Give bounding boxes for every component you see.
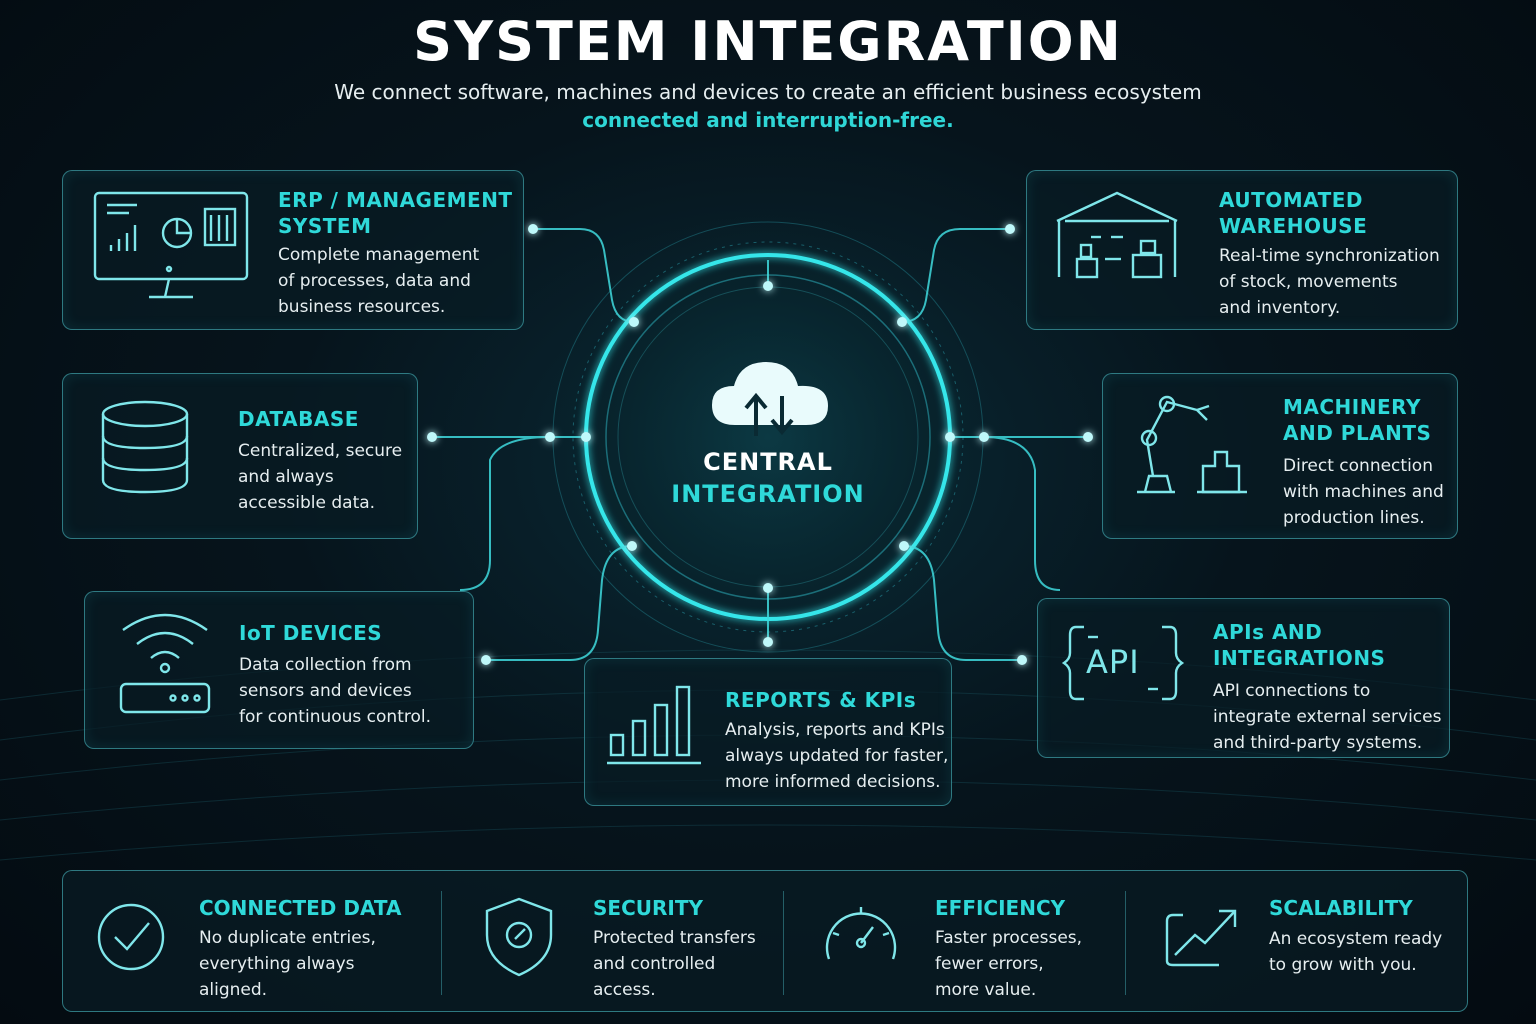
erp-desc-line: Complete management: [278, 245, 480, 265]
machinery-title-line2: AND PLANTS: [1283, 421, 1432, 445]
page-subtitle-highlight: connected and interruption-free.: [582, 108, 954, 132]
benefit-scalability: SCALABILITY An ecosystem ready to grow w…: [1125, 871, 1469, 1013]
benefit-title: EFFICIENCY: [935, 896, 1066, 920]
benefit-desc-line: fewer errors,: [935, 954, 1044, 974]
machinery-desc-line: with machines and: [1283, 482, 1444, 502]
database-desc-line: accessible data.: [238, 493, 376, 513]
api-title-line1: APIs AND: [1213, 620, 1323, 644]
benefits-separator: [783, 891, 784, 995]
shield-icon: [485, 897, 553, 977]
benefit-desc-line: and controlled: [593, 954, 716, 974]
api-icon: [1061, 625, 1185, 701]
api-desc-line: integrate external services: [1213, 707, 1442, 727]
benefit-desc-line: more value.: [935, 980, 1037, 1000]
robot-arm-icon: [1137, 395, 1247, 494]
api-icon-text: API: [1086, 643, 1140, 681]
module-card-warehouse[interactable]: AUTOMATED WAREHOUSE Real-time synchroniz…: [1026, 170, 1458, 330]
database-desc-line: Centralized, secure: [238, 441, 403, 461]
page-title: SYSTEM INTEGRATION: [413, 10, 1123, 73]
benefit-desc-line: Faster processes,: [935, 928, 1083, 948]
benefit-title: SECURITY: [593, 896, 703, 920]
page-subtitle: We connect software, machines and device…: [334, 80, 1202, 104]
erp-desc-line: business resources.: [278, 297, 446, 317]
wifi-router-icon: [119, 613, 211, 714]
bar-chart-icon: [607, 685, 701, 765]
reports-desc-line: Analysis, reports and KPIs: [725, 720, 945, 740]
machinery-desc-line: Direct connection: [1283, 456, 1433, 476]
benefit-desc-line: No duplicate entries,: [199, 928, 376, 948]
database-title: DATABASE: [238, 407, 359, 431]
database-desc-line: and always: [238, 467, 334, 487]
iot-desc-line: for continuous control.: [239, 707, 432, 727]
connector-nodes: [427, 224, 1093, 665]
benefit-desc-line: to grow with you.: [1269, 955, 1417, 975]
erp-title-line2: SYSTEM: [278, 214, 372, 238]
benefit-efficiency: EFFICIENCY Faster processes, fewer error…: [783, 871, 1125, 1013]
module-card-reports[interactable]: REPORTS & KPIs Analysis, reports and KPI…: [584, 658, 952, 806]
api-desc-line: API connections to: [1213, 681, 1371, 701]
benefit-title: SCALABILITY: [1269, 896, 1413, 920]
warehouse-desc-line: Real-time synchronization: [1219, 246, 1440, 266]
benefit-title: CONNECTED DATA: [199, 896, 402, 920]
warehouse-title-line2: WAREHOUSE: [1219, 214, 1368, 238]
benefit-security: SECURITY Protected transfers and control…: [441, 871, 783, 1013]
api-title-line2: INTEGRATIONS: [1213, 646, 1386, 670]
central-label-line1: CENTRAL: [703, 448, 833, 476]
benefits-separator: [441, 891, 442, 995]
warehouse-desc-line: and inventory.: [1219, 298, 1341, 318]
benefit-desc-line: aligned.: [199, 980, 268, 1000]
check-circle-icon: [97, 903, 165, 971]
erp-desc-line: of processes, data and: [278, 271, 471, 291]
erp-title-line1: ERP / MANAGEMENT: [278, 188, 513, 212]
benefits-separator: [1125, 891, 1126, 995]
speedometer-icon: [825, 907, 897, 960]
module-card-erp[interactable]: ERP / MANAGEMENT SYSTEM Complete managem…: [62, 170, 524, 330]
iot-title: IoT DEVICES: [239, 621, 383, 645]
module-card-database[interactable]: DATABASE Centralized, secure and always …: [62, 373, 418, 539]
benefit-connected-data: CONNECTED DATA No duplicate entries, eve…: [63, 871, 441, 1013]
reports-desc-line: always updated for faster,: [725, 746, 949, 766]
machinery-title-line1: MACHINERY: [1283, 395, 1421, 419]
iot-desc-line: Data collection from: [239, 655, 412, 675]
benefit-desc-line: Protected transfers: [593, 928, 756, 948]
module-card-iot[interactable]: IoT DEVICES Data collection from sensors…: [84, 591, 474, 749]
benefit-desc-line: everything always: [199, 954, 355, 974]
monitor-dashboard-icon: [93, 191, 249, 299]
iot-desc-line: sensors and devices: [239, 681, 412, 701]
machinery-desc-line: production lines.: [1283, 508, 1425, 528]
benefits-bar: CONNECTED DATA No duplicate entries, eve…: [62, 870, 1468, 1012]
trend-up-icon: [1165, 909, 1237, 967]
connector-lines: [432, 228, 1088, 661]
module-card-api[interactable]: API APIs AND INTEGRATIONS API connection…: [1037, 598, 1450, 758]
warehouse-desc-line: of stock, movements: [1219, 272, 1398, 292]
api-desc-line: and third-party systems.: [1213, 733, 1423, 753]
reports-desc-line: more informed decisions.: [725, 772, 941, 792]
cloud-sync-icon: [712, 362, 828, 436]
reports-title: REPORTS & KPIs: [725, 688, 917, 712]
benefit-desc-line: access.: [593, 980, 656, 1000]
module-card-machinery[interactable]: MACHINERY AND PLANTS Direct connection w…: [1102, 373, 1458, 539]
central-label-line2: INTEGRATION: [671, 480, 865, 508]
warehouse-icon: [1056, 191, 1178, 279]
benefit-desc-line: An ecosystem ready: [1269, 929, 1443, 949]
database-icon: [101, 400, 189, 494]
warehouse-title-line1: AUTOMATED: [1219, 188, 1363, 212]
